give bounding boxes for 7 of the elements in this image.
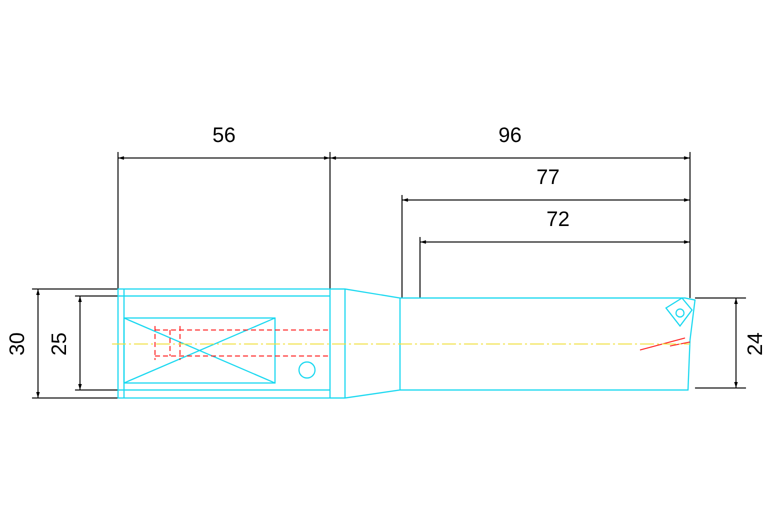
dimension-label: 56	[212, 124, 236, 148]
dimension-label: 77	[536, 166, 560, 190]
dimension-label: 72	[546, 208, 570, 232]
dimension-label: 25	[48, 332, 72, 356]
dimension-label: 24	[744, 332, 767, 356]
dimension-label: 96	[498, 124, 522, 148]
dimension-label: 30	[6, 332, 30, 356]
